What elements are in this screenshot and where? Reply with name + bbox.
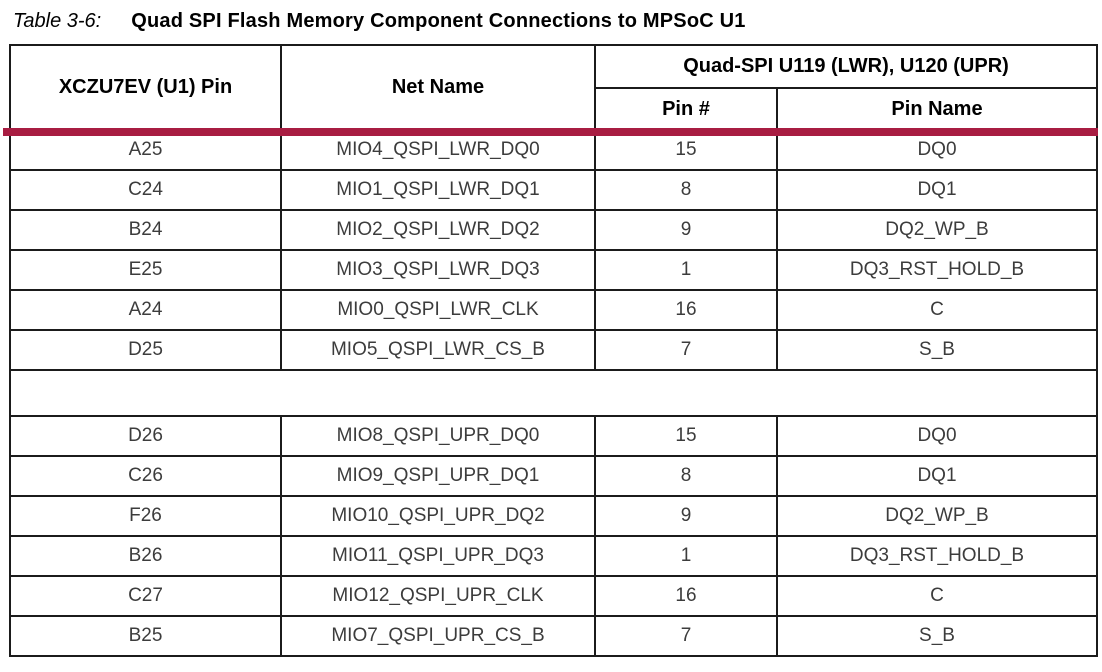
cell-pin-number: 8 bbox=[594, 169, 778, 211]
cell-mpsoc-pin: D25 bbox=[9, 329, 282, 371]
cell-pin-number: 8 bbox=[594, 455, 778, 497]
cell-net-name: MIO0_QSPI_LWR_CLK bbox=[280, 289, 596, 331]
cell-pin-number: 15 bbox=[594, 415, 778, 457]
cell-pin-name: DQ2_WP_B bbox=[776, 495, 1098, 537]
table-title: Table 3-6: Quad SPI Flash Memory Componen… bbox=[13, 10, 746, 33]
cell-mpsoc-pin: B25 bbox=[9, 615, 282, 657]
header-accent-rule bbox=[3, 128, 1098, 136]
cell-mpsoc-pin: F26 bbox=[9, 495, 282, 537]
cell-mpsoc-pin: C26 bbox=[9, 455, 282, 497]
cell-pin-number: 16 bbox=[594, 575, 778, 617]
header-row-group: XCZU7EV (U1) Pin Net Name Quad-SPI U119 … bbox=[9, 44, 1098, 131]
cell-mpsoc-pin: D26 bbox=[9, 415, 282, 457]
cell-pin-name: DQ2_WP_B bbox=[776, 209, 1098, 251]
cell-pin-number: 15 bbox=[594, 129, 778, 171]
cell-pin-number: 16 bbox=[594, 289, 778, 331]
cell-pin-name: S_B bbox=[776, 329, 1098, 371]
cell-pin-number: 7 bbox=[594, 615, 778, 657]
cell-net-name: MIO4_QSPI_LWR_DQ0 bbox=[280, 129, 596, 171]
cell-net-name: MIO7_QSPI_UPR_CS_B bbox=[280, 615, 596, 657]
cell-mpsoc-pin: C27 bbox=[9, 575, 282, 617]
col-header-net-name: Net Name bbox=[280, 44, 596, 131]
spacer-row bbox=[9, 369, 1098, 417]
cell-pin-name: S_B bbox=[776, 615, 1098, 657]
col-header-pin-number: Pin # bbox=[594, 87, 778, 131]
cell-pin-number: 1 bbox=[594, 535, 778, 577]
cell-pin-number: 9 bbox=[594, 209, 778, 251]
cell-mpsoc-pin: B26 bbox=[9, 535, 282, 577]
cell-net-name: MIO10_QSPI_UPR_DQ2 bbox=[280, 495, 596, 537]
header-row-sub: Pin # Pin Name bbox=[10, 87, 1098, 131]
cell-pin-name: DQ1 bbox=[776, 455, 1098, 497]
cell-mpsoc-pin: B24 bbox=[9, 209, 282, 251]
cell-net-name: MIO11_QSPI_UPR_DQ3 bbox=[280, 535, 596, 577]
cell-net-name: MIO5_QSPI_LWR_CS_B bbox=[280, 329, 596, 371]
cell-net-name: MIO2_QSPI_LWR_DQ2 bbox=[280, 209, 596, 251]
cell-pin-number: 7 bbox=[594, 329, 778, 371]
col-header-mpsoc-pin: XCZU7EV (U1) Pin bbox=[9, 44, 282, 131]
cell-pin-name: DQ0 bbox=[776, 129, 1098, 171]
cell-pin-number: 9 bbox=[594, 495, 778, 537]
cell-pin-name: DQ1 bbox=[776, 169, 1098, 211]
cell-mpsoc-pin: C24 bbox=[9, 169, 282, 211]
cell-net-name: MIO1_QSPI_LWR_DQ1 bbox=[280, 169, 596, 211]
table-header: XCZU7EV (U1) Pin Net Name Quad-SPI U119 … bbox=[9, 44, 1098, 131]
cell-net-name: MIO8_QSPI_UPR_DQ0 bbox=[280, 415, 596, 457]
spacer-cell bbox=[9, 369, 1098, 417]
cell-pin-name: C bbox=[776, 289, 1098, 331]
table-caption: Quad SPI Flash Memory Component Connecti… bbox=[131, 10, 746, 32]
cell-net-name: MIO9_QSPI_UPR_DQ1 bbox=[280, 455, 596, 497]
cell-mpsoc-pin: A24 bbox=[9, 289, 282, 331]
table-number: Table 3-6: bbox=[13, 10, 102, 32]
connections-table: XCZU7EV (U1) Pin Net Name Quad-SPI U119 … bbox=[9, 44, 1098, 657]
cell-pin-number: 1 bbox=[594, 249, 778, 291]
cell-net-name: MIO12_QSPI_UPR_CLK bbox=[280, 575, 596, 617]
cell-pin-name: C bbox=[776, 575, 1098, 617]
cell-net-name: MIO3_QSPI_LWR_DQ3 bbox=[280, 249, 596, 291]
cell-mpsoc-pin: E25 bbox=[9, 249, 282, 291]
cell-mpsoc-pin: A25 bbox=[9, 129, 282, 171]
col-header-pin-name: Pin Name bbox=[776, 87, 1098, 131]
cell-pin-name: DQ3_RST_HOLD_B bbox=[776, 535, 1098, 577]
cell-pin-name: DQ3_RST_HOLD_B bbox=[776, 249, 1098, 291]
col-header-quadspi-group: Quad-SPI U119 (LWR), U120 (UPR) bbox=[594, 44, 1098, 89]
cell-pin-name: DQ0 bbox=[776, 415, 1098, 457]
